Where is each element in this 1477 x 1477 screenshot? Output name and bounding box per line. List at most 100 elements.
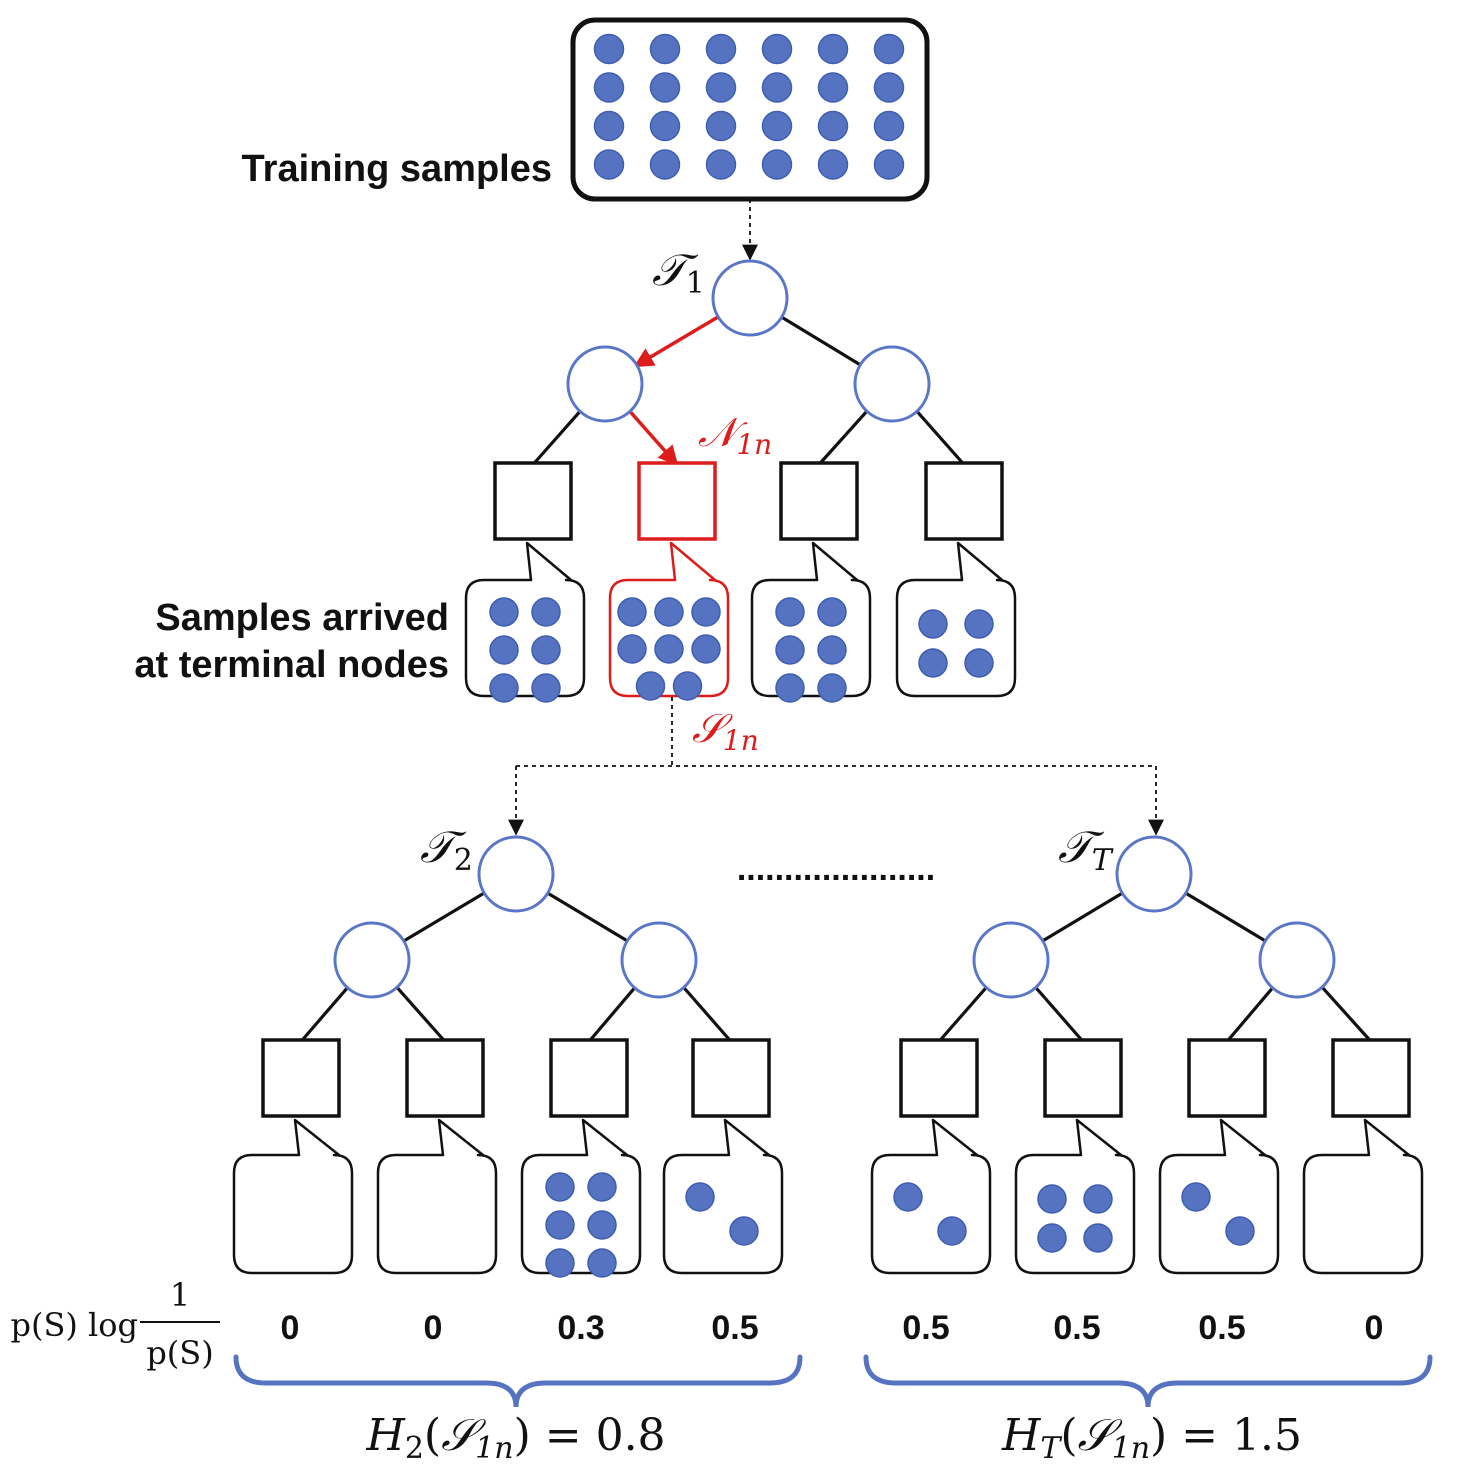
treeT-entropy-H-sub: T xyxy=(1040,1431,1062,1466)
entropy-term-lhs: p(S) log xyxy=(10,1306,138,1344)
sample-dot xyxy=(593,149,625,180)
sample-dot xyxy=(1181,1182,1211,1212)
training-samples-dots xyxy=(593,33,905,180)
sample-dot xyxy=(873,72,905,103)
leaf-samples-bubble xyxy=(870,1118,992,1275)
sample-dot xyxy=(593,33,625,65)
tree2-entropy-open: ( xyxy=(424,1410,441,1461)
treeT-entropy-rest: ) = 1.5 xyxy=(1150,1410,1302,1461)
terminal-node xyxy=(493,461,573,541)
tree2-brace xyxy=(233,1354,803,1408)
terminal-node xyxy=(405,1038,485,1118)
sample-dot xyxy=(964,609,994,639)
sample-dot xyxy=(649,33,681,65)
tree-edge xyxy=(533,410,582,465)
sample-dot xyxy=(587,1210,617,1240)
more-trees-ellipsis: ..................... xyxy=(737,850,935,888)
tree-edge xyxy=(915,410,964,465)
tree-1 xyxy=(464,259,1017,703)
entropy-term-value: 0 xyxy=(281,1309,300,1347)
leaf-samples-bubble xyxy=(1014,1118,1136,1275)
tree-edge xyxy=(939,986,988,1042)
node-n1n-sub: 1n xyxy=(736,428,772,461)
entropy-term-value: 0 xyxy=(1365,1309,1384,1347)
sample-dot xyxy=(964,648,994,678)
tree-edge xyxy=(1034,986,1083,1042)
treeT-brace xyxy=(863,1354,1433,1408)
split-node-left xyxy=(566,345,644,423)
treeT-symbol: 𝒯T xyxy=(1058,822,1114,878)
sample-dot xyxy=(817,72,849,103)
node-n1n-label: 𝒩1n xyxy=(698,410,772,461)
treeT-entropy-result: HT(𝒮1n) = 1.5 xyxy=(1001,1410,1302,1466)
leaf-samples-bubble xyxy=(464,541,586,698)
sample-dot xyxy=(817,635,847,665)
sample-dot xyxy=(593,110,625,142)
sample-dot xyxy=(873,149,905,180)
sample-dot xyxy=(691,634,721,664)
entropy-term-value: 0.5 xyxy=(1053,1309,1100,1347)
samples-arrived-label-line2: at terminal nodes xyxy=(134,644,449,686)
sample-dot xyxy=(775,635,805,665)
terminal-node xyxy=(549,1038,629,1118)
tree2-entropy-rest: ) = 0.8 xyxy=(514,1410,666,1461)
sample-dot xyxy=(587,1172,617,1202)
leaf-samples-bubble xyxy=(520,1118,642,1275)
tree2-entropy-result: H2(𝒮1n) = 0.8 xyxy=(365,1410,665,1466)
terminal-node xyxy=(1187,1038,1267,1118)
tree2-symbol-sub: 2 xyxy=(454,843,473,878)
leaf-samples-bubble xyxy=(1302,1118,1424,1275)
treeT-symbol-sub: T xyxy=(1092,843,1114,878)
training-samples-box xyxy=(570,17,930,202)
sample-dot xyxy=(817,149,849,180)
sample-dot xyxy=(635,671,666,701)
decision-path-edge xyxy=(628,410,679,466)
treeT-entropy-open: ( xyxy=(1060,1410,1077,1461)
sample-dot xyxy=(531,635,561,665)
tree2-entropy-S-sub: 1n xyxy=(475,1431,513,1466)
sample-dot xyxy=(1083,1223,1113,1253)
tree2-entropy-H-sub: 2 xyxy=(405,1431,424,1466)
tree2-symbol: 𝒯2 xyxy=(420,822,473,878)
tree1-symbol-sub: 1 xyxy=(686,266,705,301)
split-node-right xyxy=(853,345,931,423)
tree-edge xyxy=(546,891,629,943)
entropy-term-value: 0.5 xyxy=(902,1309,949,1347)
sample-dot xyxy=(705,72,737,103)
sample-dot xyxy=(617,634,647,664)
sample-dot xyxy=(672,671,703,701)
terminal-node xyxy=(261,1038,341,1118)
treeT-entropy-S-sub: 1n xyxy=(1112,1431,1150,1466)
sample-dot xyxy=(489,597,519,627)
tree-edge xyxy=(819,410,869,465)
root-node xyxy=(477,835,555,913)
tree-2 xyxy=(232,835,784,1278)
sample-dot xyxy=(918,648,948,678)
sample-dot xyxy=(654,634,684,664)
terminal-node xyxy=(779,461,859,541)
set-s1n-sub: 1n xyxy=(723,724,759,757)
sample-dot xyxy=(918,609,948,639)
sample-dot xyxy=(817,110,849,142)
sample-dot xyxy=(545,1210,575,1240)
sample-dot xyxy=(649,72,681,103)
sample-dot xyxy=(705,149,737,180)
sample-dot xyxy=(654,597,684,627)
leaf-samples-bubble xyxy=(1158,1118,1280,1275)
terminal-node xyxy=(1043,1038,1123,1118)
sample-dot xyxy=(691,597,721,627)
sample-dot xyxy=(817,33,849,65)
sample-dot xyxy=(761,72,793,103)
tree1-symbol: 𝒯1 xyxy=(652,245,705,301)
sample-dot xyxy=(817,673,847,703)
entropy-term-label: 1 p(S) log p(S) xyxy=(10,1276,220,1372)
tree-edge xyxy=(589,986,636,1042)
tree-edge xyxy=(402,891,486,943)
leaf-samples-bubble xyxy=(750,541,872,698)
terminal-node xyxy=(1331,1038,1411,1118)
entropy-term-value: 0 xyxy=(424,1309,443,1347)
split-node-right xyxy=(620,921,698,999)
terminal-node-n1n xyxy=(637,461,717,541)
sample-dot xyxy=(545,1172,575,1202)
sample-dot xyxy=(817,597,847,627)
